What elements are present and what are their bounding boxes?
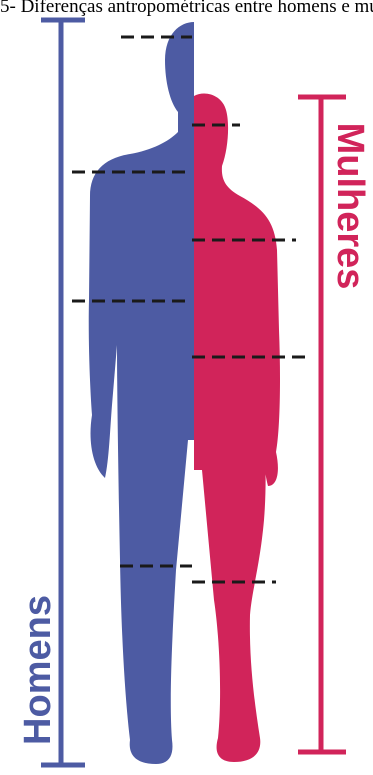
male-silhouette (89, 22, 194, 764)
women-label: Mulheres (329, 123, 371, 290)
figure-caption: 5- Diferenças antropométricas entre home… (0, 0, 373, 20)
men-label: Homens (17, 595, 59, 745)
female-silhouette (194, 94, 280, 762)
